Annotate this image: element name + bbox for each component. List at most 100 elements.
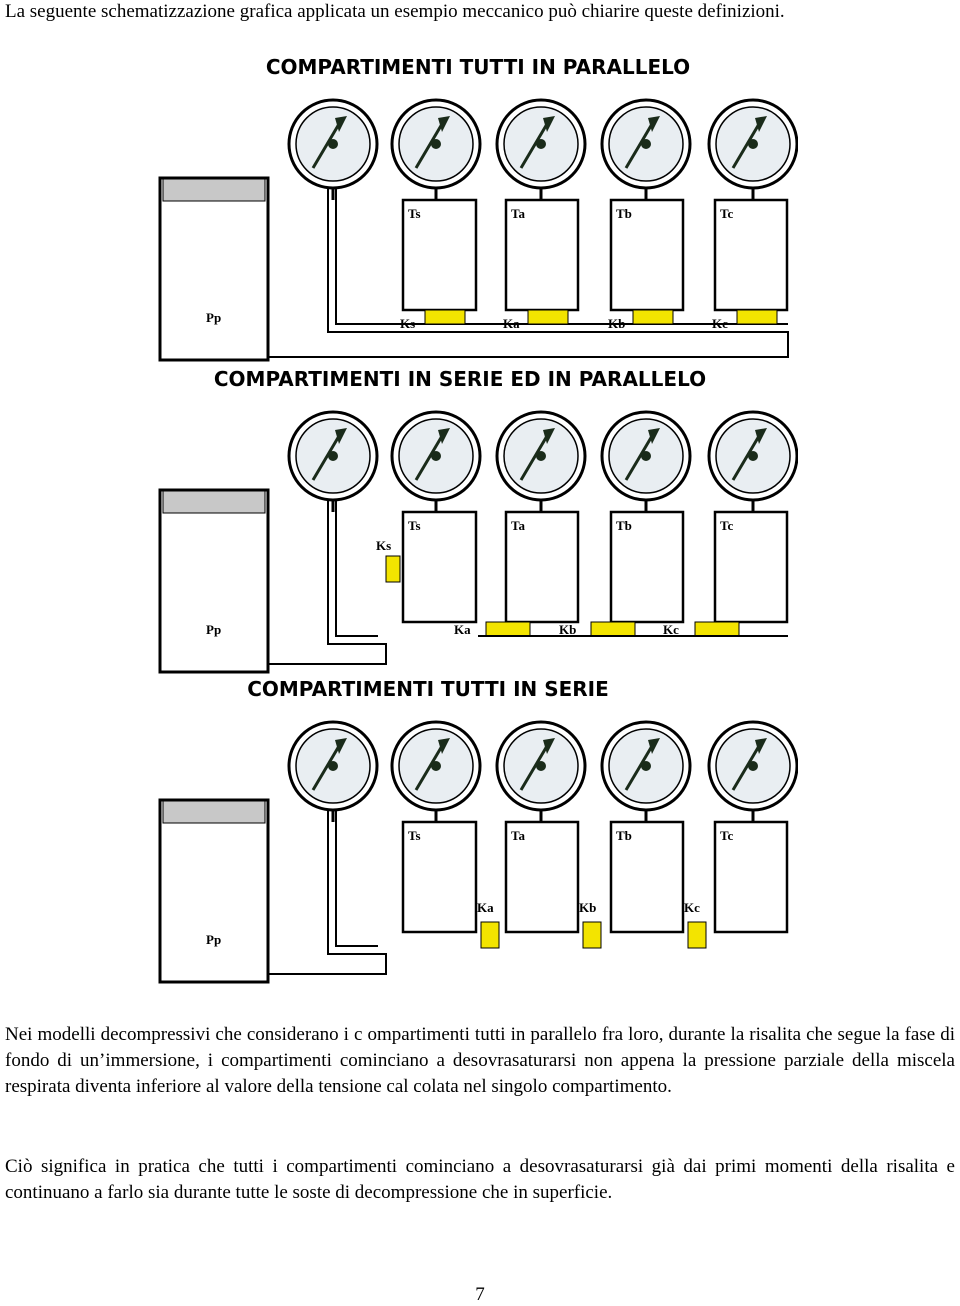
pressure-gauge [390,720,482,822]
supply-pipe-inner [335,490,378,637]
compartment-tank: Tb [609,198,685,312]
gauge-needle [731,435,761,481]
gauge-needle [311,745,341,791]
valve-label: Ks [400,316,415,331]
compartment-body [609,198,685,312]
gauge-needle [311,123,341,169]
pressure-gauge [707,720,798,822]
gauge-needle [519,435,549,481]
gauge-needle [414,435,444,481]
pressure-gauge [707,98,798,200]
pressure-gauge [495,410,587,512]
valve [424,309,466,325]
compartment-body [713,820,789,934]
gauge-needle [624,123,654,169]
compartment-body [713,510,789,624]
valve [694,621,740,637]
compartment-body [504,820,580,934]
pressure-gauge [287,720,379,822]
diagram-title: COMPARTIMENTI TUTTI IN SERIE [247,677,609,701]
valve-label: Ka [503,316,520,331]
pressure-gauge [600,410,692,512]
gauge-needle [731,745,761,791]
gauge-needle-tip [543,738,555,754]
pressure-gauge [600,98,692,200]
tissue-label: Tc [720,518,733,533]
compartment-tank: Ta [504,198,580,312]
tissue-label: Ts [408,518,421,533]
valve-label: Kb [559,622,576,637]
compartment-body [401,198,478,312]
gauge-needle-tip [335,116,347,132]
gauge-hub [536,451,546,461]
gauge-hub [328,451,338,461]
valve-label: Kc [684,900,700,915]
gauge-needle-tip [543,428,555,444]
gauge-needle [311,435,341,481]
paragraph-parallel-model: Nei modelli decompressivi che consideran… [5,1024,955,1097]
gauge-needle-tip [438,428,450,444]
supply-label-pp: Pp [206,932,221,947]
intro-sentence: La seguente schematizzazione grafica app… [5,1,785,22]
supply-level-band [162,178,266,202]
tissue-label: Tc [720,828,733,843]
gauge-needle [519,745,549,791]
valve-label: Ka [454,622,471,637]
gauge-hub [748,139,758,149]
supply-pipe [268,490,387,665]
gauge-hub [641,451,651,461]
gauge-needle-tip [438,738,450,754]
compartment-tank: Tc [713,510,789,624]
supply-tank [158,488,270,674]
valve [485,621,531,637]
gauge-needle-tip [755,738,767,754]
tissue-label: Tb [616,206,632,221]
gauge-hub [641,139,651,149]
tissue-label: Tc [720,206,733,221]
supply-level-band [162,490,266,514]
diagram-title: COMPARTIMENTI IN SERIE ED IN PARALLELO [214,367,706,391]
supply-pipe [268,800,387,975]
compartment-body [609,820,685,934]
gauge-needle-tip [648,116,660,132]
gauge-hub [748,451,758,461]
valve-label: Ks [376,538,391,553]
gauge-hub [748,761,758,771]
pressure-gauge [495,720,587,822]
gauge-needle [519,123,549,169]
valve [687,921,707,949]
tissue-label: Ta [511,206,525,221]
pressure-gauge [495,98,587,200]
pressure-gauge [287,410,379,512]
gauge-needle [624,745,654,791]
gauge-needle-tip [543,116,555,132]
gauge-hub [328,139,338,149]
diagram-title: COMPARTIMENTI TUTTI IN PARALLELO [266,55,690,79]
gauge-needle-tip [438,116,450,132]
valve [480,921,500,949]
tissue-label: Ts [408,206,421,221]
compartment-tank: Ts [401,198,478,312]
gauge-needle-tip [755,428,767,444]
pressure-gauge [600,720,692,822]
valve-label: Kb [579,900,596,915]
gauge-needle [414,745,444,791]
compartment-tank: Ta [504,820,580,934]
gauge-needle-tip [648,428,660,444]
valve [736,309,778,325]
compartment-body [504,510,580,624]
gauge-needle [414,123,444,169]
valve [582,921,602,949]
compartment-tank: Tc [713,820,789,934]
gauge-hub [641,761,651,771]
supply-level-band [162,800,266,824]
tissue-label: Ta [511,518,525,533]
valve [527,309,569,325]
compartment-body [713,198,789,312]
pressure-gauge [390,410,482,512]
compartment-body [609,510,685,624]
valve-label: Kc [663,622,679,637]
gauge-needle [731,123,761,169]
